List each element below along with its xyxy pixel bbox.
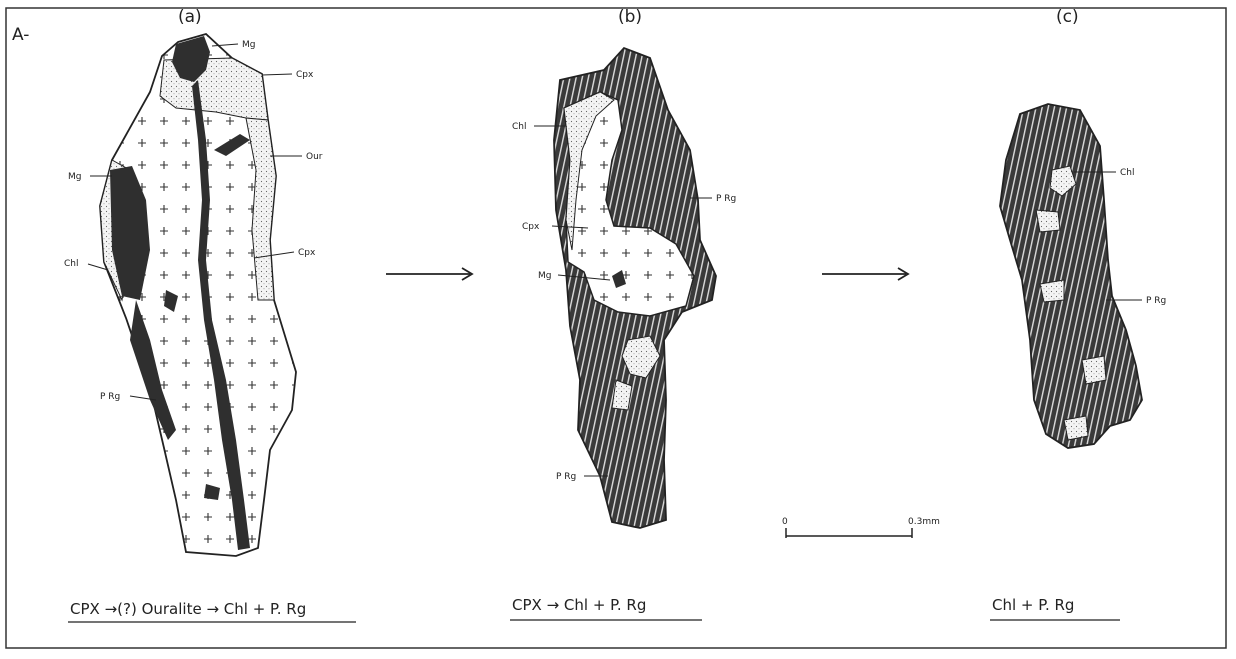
- label-mg-left: Mg: [68, 172, 81, 182]
- panel-c: (c) Chl P Rg Chl + P. Rg: [990, 7, 1166, 620]
- label-prg: P Rg: [100, 392, 120, 402]
- label-our: Our: [306, 152, 323, 162]
- panel-b-caption: CPX → Chl + P. Rg: [512, 596, 646, 614]
- scale-start-label: 0: [782, 517, 788, 527]
- panel-c-caption: Chl + P. Rg: [992, 596, 1074, 614]
- altered-grain: [1000, 104, 1142, 448]
- chlorite-patch-5: [1064, 416, 1088, 440]
- chlorite-patch-4: [1082, 356, 1106, 384]
- label-mg: Mg: [538, 271, 551, 281]
- figure-label: A-: [12, 25, 29, 45]
- label-prg: P Rg: [1146, 296, 1166, 306]
- arrow-b-to-c: [822, 268, 908, 280]
- label-cpx: Cpx: [522, 222, 540, 232]
- chlorite-patch-2: [1036, 210, 1060, 232]
- chlorite-patch-2: [612, 380, 632, 410]
- label-chl: Chl: [512, 122, 527, 132]
- label-mg-top: Mg: [242, 40, 255, 50]
- chlorite-patch-3: [1040, 280, 1064, 302]
- panel-a-caption: CPX →(?) Ouralite → Chl + P. Rg: [70, 600, 306, 618]
- panel-b: (b) Chl P Rg Cpx Mg P Rg CPX → Chl + P. …: [510, 7, 736, 620]
- panel-a: (a) Mg Cpx Our Mg Chl Cpx: [64, 7, 356, 622]
- label-chl: Chl: [1120, 168, 1135, 178]
- label-cpx-right: Cpx: [298, 248, 316, 258]
- panel-c-title: (c): [1056, 7, 1079, 27]
- label-prg-bottom: P Rg: [556, 472, 576, 482]
- scale-end-label: 0.3mm: [908, 517, 940, 527]
- scale-bar: 0 0.3mm: [782, 517, 940, 538]
- panel-a-title: (a): [178, 7, 202, 27]
- label-cpx-top: Cpx: [296, 70, 314, 80]
- label-prg-right: P Rg: [716, 194, 736, 204]
- label-chl: Chl: [64, 259, 79, 269]
- arrow-a-to-b: [386, 268, 472, 280]
- panel-b-title: (b): [618, 7, 642, 27]
